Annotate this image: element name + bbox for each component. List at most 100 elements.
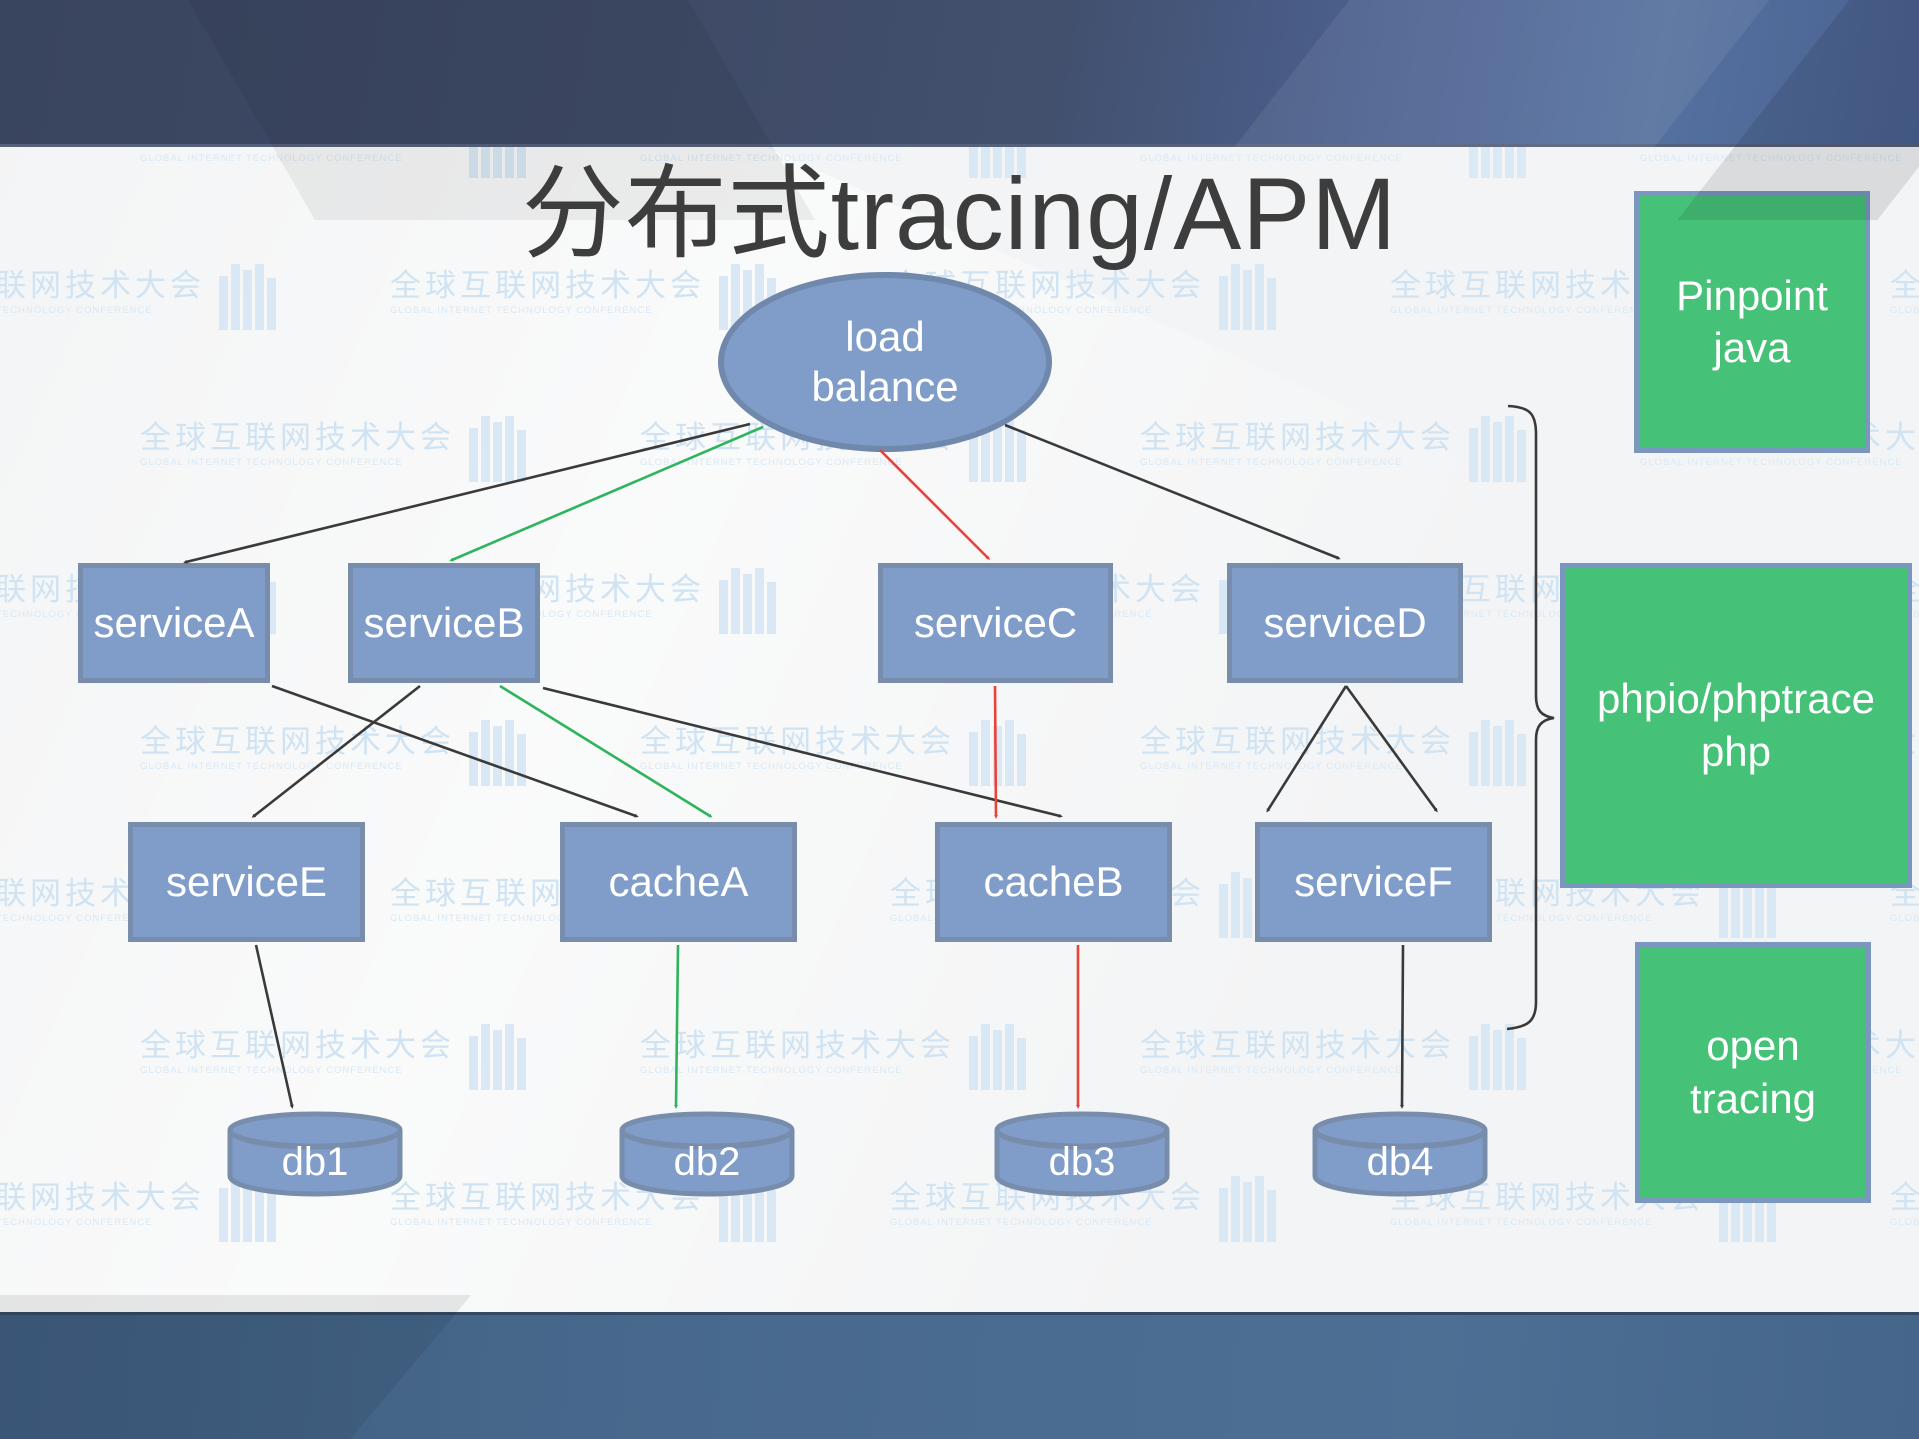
watermark-subtext: GLOBAL INTERNET TECHNOLOGY CONFERENCE: [0, 305, 153, 316]
slide-title: 分布式tracing/APM: [521, 157, 1398, 271]
node-db3: db3: [992, 1110, 1172, 1202]
node-db3-label: db3: [1048, 1140, 1116, 1184]
node-load-balance: load balance: [718, 272, 1052, 452]
conference-logo-icon: [469, 1024, 527, 1090]
watermark: 全球互联网技术大会 GLOBAL INTERNET TECHNOLOGY CONF…: [140, 720, 527, 786]
node-db1-label: db1: [281, 1140, 349, 1184]
watermark-subtext: GLOBAL INTERNET TECHNOLOGY CONFERENCE: [1890, 305, 1919, 316]
watermark: 全球互联网技术大会 GLOBAL INTERNET TECHNOLOGY CONF…: [640, 720, 1027, 786]
node-db2: db2: [617, 1110, 797, 1202]
node-cacheA-label: cacheA: [608, 858, 749, 905]
watermark-subtext: GLOBAL INTERNET TECHNOLOGY CONFERENCE: [1390, 1217, 1653, 1228]
watermark: 全球互联网技术大会 GLOBAL INTERNET TECHNOLOGY CONF…: [640, 1024, 1027, 1090]
conference-logo-icon: [1469, 720, 1527, 786]
watermark: 全球互联网技术大会 GLOBAL INTERNET TECHNOLOGY CONF…: [1890, 270, 1919, 330]
node-serviceD-label: serviceD: [1263, 599, 1427, 646]
watermark-subtext: GLOBAL INTERNET TECHNOLOGY CONFERENCE: [390, 1217, 653, 1228]
annotation-open-tracing-label: open tracing: [1689, 1022, 1817, 1122]
watermark-subtext: GLOBAL INTERNET TECHNOLOGY CONFERENCE: [1140, 457, 1403, 468]
watermark-text: 全球互联网技术大会: [1140, 724, 1455, 759]
conference-logo-icon: [969, 720, 1027, 786]
watermark-text: 全球互联网技术大会: [640, 724, 955, 759]
node-cacheB: cacheB: [935, 822, 1172, 942]
cylinder-shape: [619, 1111, 795, 1197]
watermark-subtext: GLOBAL INTERNET TECHNOLOGY CONFERENCE: [640, 457, 903, 468]
conference-logo-icon: [469, 720, 527, 786]
node-serviceB-label: serviceB: [363, 599, 525, 646]
watermark-subtext: GLOBAL INTERNET TECHNOLOGY CONFERENCE: [1390, 305, 1653, 316]
watermark-subtext: GLOBAL INTERNET TECHNOLOGY CONFERENCE: [1640, 457, 1903, 468]
watermark-subtext: GLOBAL INTERNET TECHNOLOGY CONFERENCE: [1140, 761, 1403, 772]
node-serviceB: serviceB: [348, 563, 540, 683]
watermark-text: 全球互联网技术大会: [1890, 1180, 1919, 1215]
conference-logo-icon: [1219, 1176, 1277, 1242]
watermark-subtext: GLOBAL INTERNET TECHNOLOGY CONFERENCE: [640, 1065, 903, 1076]
watermark-text: 全球互联网技术大会: [0, 1180, 205, 1215]
watermark: 全球互联网技术大会 GLOBAL INTERNET TECHNOLOGY CONF…: [140, 1024, 527, 1090]
watermark-subtext: GLOBAL INTERNET TECHNOLOGY CONFERENCE: [140, 457, 403, 468]
watermark-subtext: GLOBAL INTERNET TECHNOLOGY CONFERENCE: [1140, 153, 1403, 164]
annotation-pinpoint-java: Pinpoint java: [1634, 191, 1870, 453]
node-serviceA-label: serviceA: [93, 599, 255, 646]
watermark-subtext: GLOBAL INTERNET TECHNOLOGY CONFERENCE: [0, 1217, 153, 1228]
watermark: 全球互联网技术大会 GLOBAL INTERNET TECHNOLOGY CONF…: [1140, 1024, 1527, 1090]
watermark-text: 全球互联网技术大会: [140, 724, 455, 759]
conference-logo-icon: [1469, 1024, 1527, 1090]
annotation-phpio-phptrace-php-label: phpio/phptrace php: [1597, 675, 1875, 775]
node-serviceC-label: serviceC: [913, 599, 1078, 646]
bottom-banner: [0, 1295, 1919, 1439]
cylinder-shape: [994, 1111, 1170, 1197]
watermark-text: 全球互联网技术大会: [140, 420, 455, 455]
watermark: 全球互联网技术大会 GLOBAL INTERNET TECHNOLOGY CONF…: [1140, 720, 1527, 786]
watermark-subtext: GLOBAL INTERNET TECHNOLOGY CONFERENCE: [640, 153, 903, 164]
annotation-phpio-phptrace-php: phpio/phptrace php: [1560, 563, 1912, 888]
node-serviceE-label: serviceE: [165, 858, 328, 905]
cylinder-shape: [1312, 1111, 1488, 1197]
node-cacheB-label: cacheB: [983, 858, 1124, 905]
node-load-balance-label: load balance: [811, 313, 959, 410]
watermark-subtext: GLOBAL INTERNET TECHNOLOGY CONFERENCE: [640, 761, 903, 772]
node-serviceC: serviceC: [878, 563, 1113, 683]
watermark-text: 全球互联网技术大会: [1890, 268, 1919, 303]
watermark-subtext: GLOBAL INTERNET TECHNOLOGY CONFERENCE: [1890, 913, 1919, 924]
watermark-subtext: GLOBAL INTERNET TECHNOLOGY CONFERENCE: [0, 609, 152, 620]
conference-logo-icon: [1219, 264, 1277, 330]
watermark: 全球互联网技术大会 GLOBAL INTERNET TECHNOLOGY CONF…: [0, 264, 277, 330]
node-serviceF: serviceF: [1255, 822, 1492, 942]
watermark-subtext: GLOBAL INTERNET TECHNOLOGY CONFERENCE: [140, 153, 403, 164]
watermark-text: 全球互联网技术大会: [390, 268, 705, 303]
watermark-subtext: GLOBAL INTERNET TECHNOLOGY CONFERENCE: [1890, 1217, 1919, 1228]
node-serviceD: serviceD: [1227, 563, 1463, 683]
watermark-subtext: GLOBAL INTERNET TECHNOLOGY CONFERENCE: [140, 1065, 403, 1076]
watermark-text: 全球互联网技术大会: [640, 1028, 955, 1063]
conference-logo-icon: [1469, 416, 1527, 482]
annotation-pinpoint-java-label: Pinpoint java: [1676, 271, 1828, 372]
conference-logo-icon: [969, 1024, 1027, 1090]
watermark-subtext: GLOBAL INTERNET TECHNOLOGY CONFERENCE: [0, 913, 153, 924]
node-serviceF-label: serviceF: [1294, 858, 1453, 905]
watermark-text: 全球互联网技术大会: [0, 268, 205, 303]
watermark-subtext: GLOBAL INTERNET TECHNOLOGY CONFERENCE: [390, 913, 653, 924]
node-db4: db4: [1310, 1110, 1490, 1202]
node-db4-label: db4: [1366, 1140, 1434, 1184]
conference-logo-icon: [219, 264, 277, 330]
watermark-subtext: GLOBAL INTERNET TECHNOLOGY CONFERENCE: [1140, 1065, 1403, 1076]
node-db1: db1: [225, 1110, 405, 1202]
watermark-text: 全球互联网技术大会: [140, 1028, 455, 1063]
watermark: 全球互联网技术大会 GLOBAL INTERNET TECHNOLOGY CONF…: [140, 416, 527, 482]
node-serviceE: serviceE: [128, 822, 365, 942]
watermark: 全球互联网技术大会 GLOBAL INTERNET TECHNOLOGY CONF…: [1140, 416, 1527, 482]
node-serviceA: serviceA: [78, 563, 270, 683]
banner-streak: [0, 1295, 472, 1439]
annotation-open-tracing: open tracing: [1635, 942, 1871, 1203]
watermark-subtext: GLOBAL INTERNET TECHNOLOGY CONFERENCE: [1640, 153, 1903, 164]
watermark-subtext: GLOBAL INTERNET TECHNOLOGY CONFERENCE: [390, 305, 653, 316]
watermark: 全球互联网技术大会 GLOBAL INTERNET TECHNOLOGY CONF…: [390, 264, 777, 330]
watermark-text: 全球互联网技术大会: [1140, 420, 1455, 455]
watermark: 全球互联网技术大会 GLOBAL INTERNET TECHNOLOGY CONF…: [1890, 1182, 1919, 1242]
watermark-text: 全球互联网技术大会: [1140, 1028, 1455, 1063]
watermark-subtext: GLOBAL INTERNET TECHNOLOGY CONFERENCE: [140, 761, 403, 772]
conference-logo-icon: [469, 416, 527, 482]
